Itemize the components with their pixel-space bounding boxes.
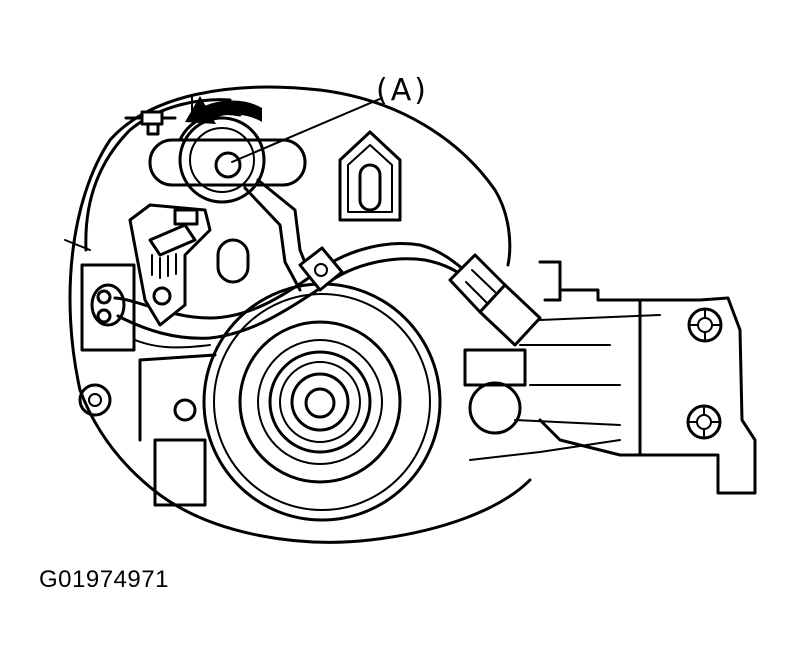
lower-mount	[78, 353, 217, 507]
oval-slot	[216, 238, 250, 284]
slot-boss	[338, 130, 402, 222]
rotation-arrow-icon	[185, 95, 262, 124]
top-switch	[124, 110, 177, 136]
cam-part-a	[148, 112, 307, 204]
figure-id: G01974971	[39, 566, 169, 593]
right-bracket	[469, 260, 757, 495]
harness-connector	[448, 253, 542, 347]
solenoid	[463, 348, 527, 435]
limit-switch-bracket	[128, 203, 212, 327]
lever-arm	[243, 178, 344, 292]
motor-drum	[202, 282, 442, 522]
callout-label-a: (A)	[376, 73, 429, 108]
mounting-hole-upper	[687, 307, 723, 343]
left-connector	[80, 263, 136, 352]
mounting-hole-lower	[686, 404, 722, 440]
callout-leader	[231, 97, 383, 163]
